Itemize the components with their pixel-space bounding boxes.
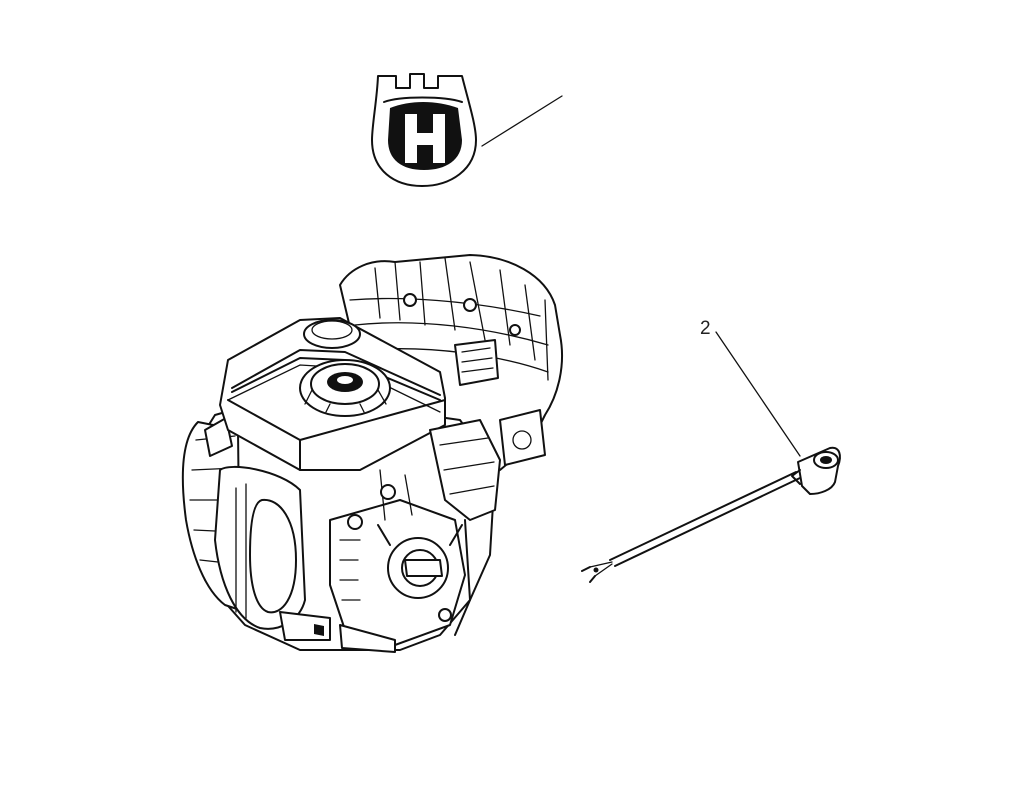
logo-decal bbox=[371, 73, 477, 187]
callout-leader-2 bbox=[715, 331, 801, 457]
callout-leader-1 bbox=[481, 95, 563, 147]
wire-harness bbox=[581, 446, 841, 583]
callout-label-2: 2 bbox=[700, 318, 711, 339]
engine-illustration bbox=[181, 254, 563, 653]
